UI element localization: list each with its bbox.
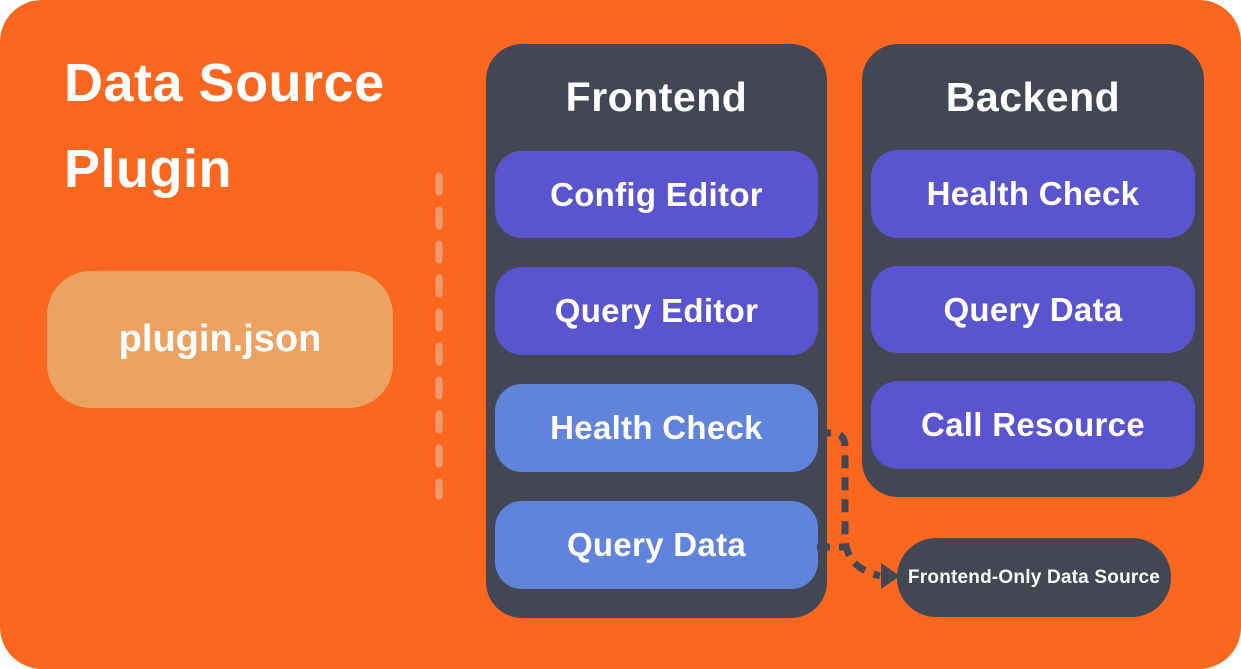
backend-item-health-check: Health Check xyxy=(871,150,1195,238)
frontend-item-query-data: Query Data xyxy=(495,501,818,589)
backend-card: Backend Health Check Query Data Call Res… xyxy=(862,44,1204,497)
frontend-item-health-check: Health Check xyxy=(495,384,818,473)
frontend-item-query-editor-label: Query Editor xyxy=(554,292,759,330)
backend-card-title: Backend xyxy=(945,73,1121,120)
backend-item-call-resource: Call Resource xyxy=(871,381,1195,469)
frontend-item-config-editor: Config Editor xyxy=(495,150,818,239)
backend-item-query-data-label: Query Data xyxy=(943,290,1123,328)
diagram-title-line2: Plugin xyxy=(64,139,232,199)
frontend-card: Frontend Config Editor Query Editor Heal… xyxy=(486,44,827,618)
frontend-item-config-editor-label: Config Editor xyxy=(550,175,763,213)
frontend-card-title: Frontend xyxy=(565,73,748,120)
diagram-title-line1: Data Source xyxy=(64,53,385,113)
backend-item-query-data: Query Data xyxy=(871,265,1195,354)
backend-item-health-check-label: Health Check xyxy=(926,175,1140,213)
frontend-item-query-editor: Query Editor xyxy=(495,267,818,356)
diagram-title: Data Source Plugin xyxy=(64,40,385,212)
plugin-json-box: plugin.json xyxy=(47,271,393,408)
frontend-only-data-source-label: Frontend-Only Data Source xyxy=(907,566,1161,588)
backend-item-call-resource-label: Call Resource xyxy=(921,406,1145,444)
frontend-item-query-data-label: Query Data xyxy=(566,526,747,564)
frontend-only-data-source-box: Frontend-Only Data Source xyxy=(897,538,1171,617)
frontend-item-health-check-label: Health Check xyxy=(550,409,763,447)
plugin-json-label: plugin.json xyxy=(118,318,322,360)
